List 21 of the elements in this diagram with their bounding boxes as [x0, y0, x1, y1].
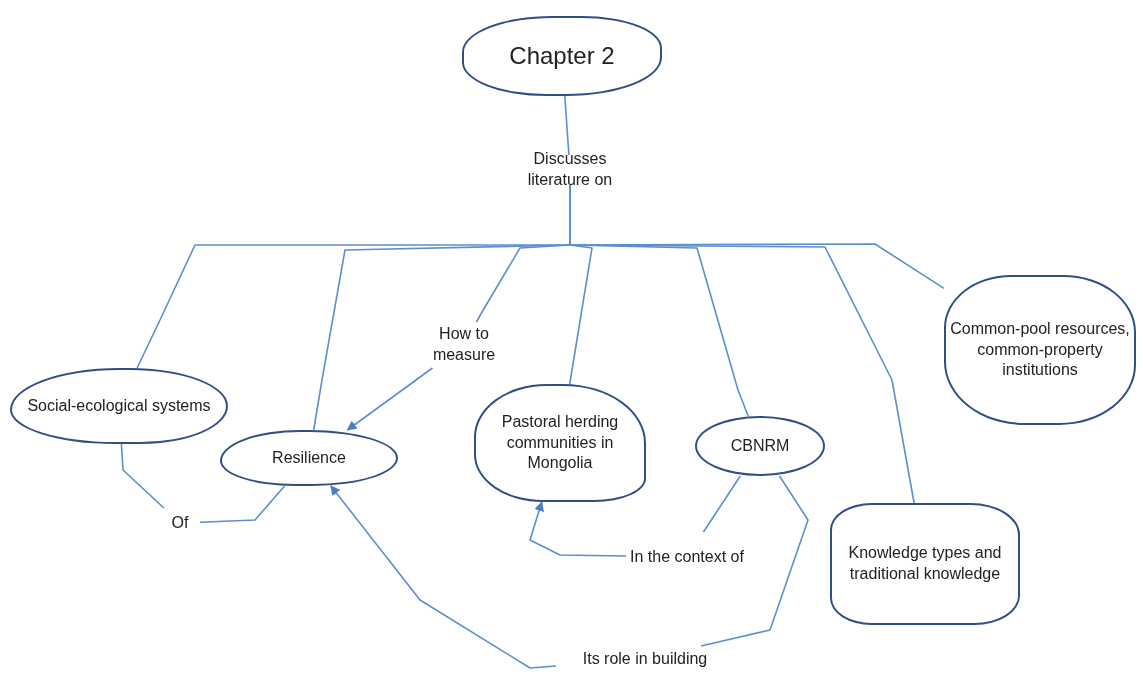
connector-line — [120, 443, 165, 509]
linking-phrase: Its role in building — [556, 646, 734, 672]
arrow — [346, 367, 434, 431]
connector-line — [199, 485, 286, 523]
concept-text: Resilience — [271, 447, 347, 468]
linking-phrase: In the context of — [626, 532, 748, 582]
connector-line — [700, 475, 809, 647]
concept-text: Chapter 2 — [508, 41, 616, 72]
connector-line — [569, 184, 945, 290]
arrow — [330, 485, 557, 669]
concept-text: CBNRM — [729, 435, 791, 456]
linking-phrase: How to measure — [424, 322, 504, 368]
connector-line — [564, 95, 570, 156]
connector-line — [702, 475, 742, 533]
concept-text: Knowledge types and traditional knowledge — [847, 543, 1003, 584]
concept-text: Social-ecological systems — [26, 395, 212, 416]
concept-text: Common-pool resources, common-property institutions — [949, 318, 1131, 381]
concept-text: Pastoral herding communities in Mongolia — [500, 411, 620, 474]
concept-bubble — [830, 503, 1020, 625]
linking-phrase: Of — [160, 508, 200, 538]
arrow — [529, 501, 627, 557]
